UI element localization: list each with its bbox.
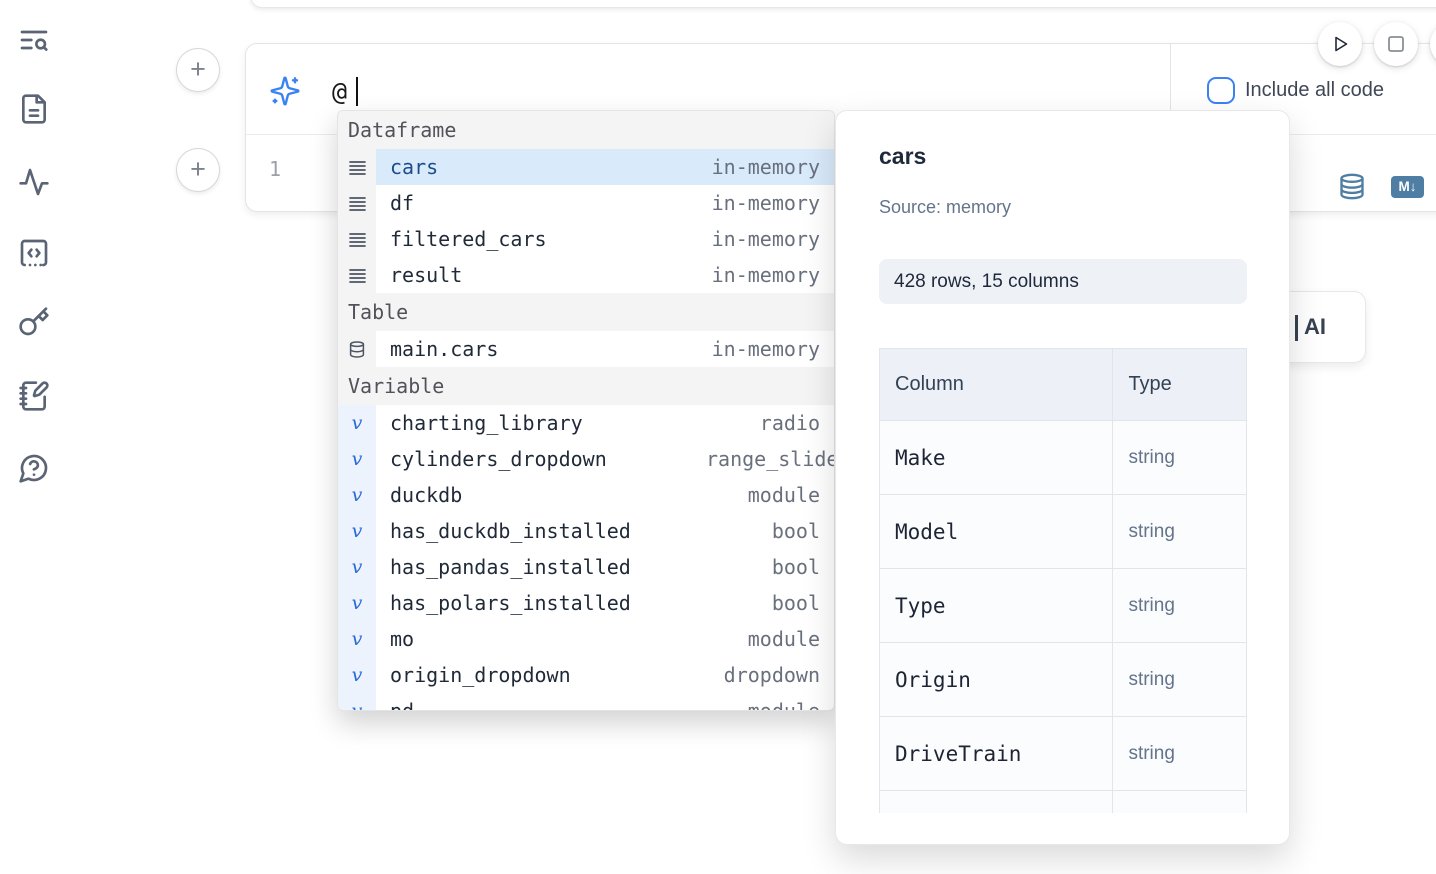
dataframe-preview-panel: cars Source: memory 428 rows, 15 columns… (835, 110, 1290, 845)
table-row-clipped (879, 790, 1247, 813)
type-header: Type (1112, 348, 1247, 421)
include-all-code-label: Include all code (1245, 79, 1384, 101)
preview-columns-table: Column Type Make string Model string Typ… (879, 348, 1248, 813)
dataframe-icon (338, 221, 376, 257)
section-header-variable: Variable (338, 367, 834, 405)
column-header: Column (879, 348, 1114, 421)
sparkles-ai-icon (269, 75, 301, 107)
table-row: Type string (879, 568, 1247, 643)
variable-icon (338, 549, 376, 585)
ai-prompt-input[interactable]: @ (332, 77, 348, 106)
table-database-icon (338, 331, 376, 367)
section-header-table: Table (338, 293, 834, 331)
variable-icon (338, 405, 376, 441)
ai-card-label: AI (1304, 314, 1326, 339)
add-cell-above-button[interactable]: + (176, 48, 220, 92)
variable-icon (338, 621, 376, 657)
stop-cell-button[interactable] (1374, 22, 1418, 66)
variable-icon (338, 513, 376, 549)
markdown-convert-icon[interactable] (1391, 176, 1424, 198)
stop-icon (1388, 36, 1404, 52)
sidebar-activity-icon[interactable] (18, 166, 52, 200)
sidebar-scratchpad-icon[interactable] (18, 380, 52, 414)
sidebar-secrets-key-icon[interactable] (18, 306, 52, 340)
dataframe-icon (338, 149, 376, 185)
divider (1170, 44, 1171, 135)
run-cell-button[interactable] (1318, 22, 1362, 66)
sidebar-help-icon[interactable] (18, 452, 52, 486)
text-cursor (356, 77, 358, 106)
table-row: Origin string (879, 642, 1247, 717)
variable-icon (338, 477, 376, 513)
sidebar-file-explorer-search-icon[interactable] (18, 24, 52, 58)
sidebar-snippets-icon[interactable] (18, 237, 52, 271)
table-row: Make string (879, 420, 1247, 495)
variable-icon (338, 657, 376, 693)
variable-icon (338, 693, 376, 710)
datasource-database-icon[interactable] (1338, 172, 1366, 206)
dataframe-icon (338, 257, 376, 293)
variable-icon (338, 585, 376, 621)
preview-shape-badge: 428 rows, 15 columns (879, 259, 1247, 304)
dataframe-icon (338, 185, 376, 221)
add-cell-below-button[interactable]: + (176, 148, 220, 192)
preview-source: Source: memory (879, 197, 1012, 217)
table-row: Model string (879, 494, 1247, 569)
table-row: DriveTrain string (879, 716, 1247, 791)
preview-title: cars (879, 143, 927, 169)
more-actions-button[interactable] (1430, 22, 1436, 66)
section-header-dataframe: Dataframe (338, 111, 834, 149)
include-all-code-checkbox[interactable] (1207, 77, 1235, 104)
sidebar-document-icon[interactable] (18, 93, 52, 127)
clipped-letter-fragment (1295, 315, 1298, 341)
play-icon (1335, 36, 1348, 52)
previous-cell-edge (250, 0, 1436, 8)
variable-icon (338, 441, 376, 477)
line-number: 1 (269, 157, 282, 181)
